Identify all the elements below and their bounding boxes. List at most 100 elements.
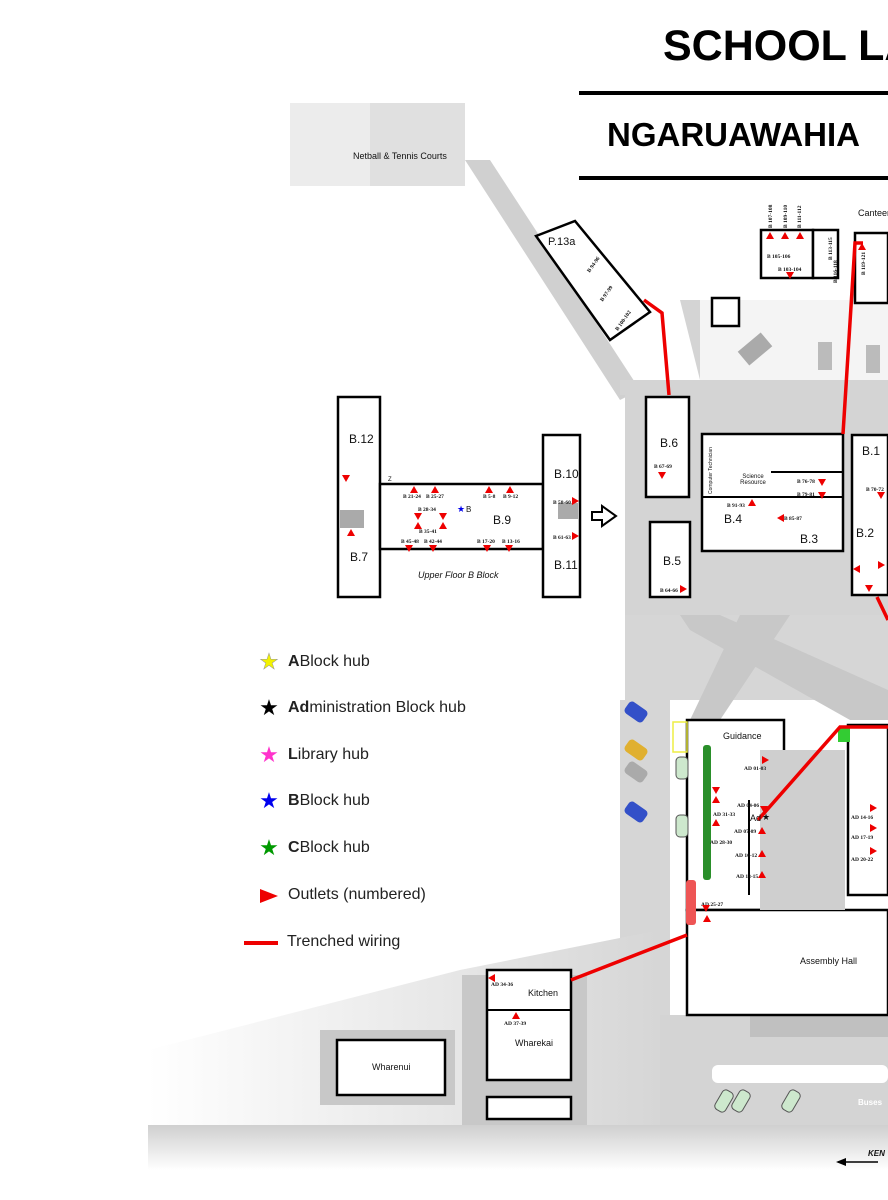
upper-floor-caption: Upper Floor B Block xyxy=(418,570,499,580)
room-b11: B.11 xyxy=(554,558,578,572)
legend-key: B xyxy=(288,792,300,809)
b-block-hub-star-icon: ★ xyxy=(457,504,466,514)
room-b10: B.10 xyxy=(554,467,579,481)
legend-text: Block hub xyxy=(299,792,370,809)
p13a-label: P.13a xyxy=(548,236,576,248)
outlet-icon xyxy=(505,545,513,552)
outlet-label: B 21-24 xyxy=(403,494,421,500)
legend-key: A xyxy=(288,653,300,670)
outlet-icon xyxy=(758,850,766,857)
hedge xyxy=(703,745,711,880)
outlet-label: B 113-115 xyxy=(828,237,834,260)
outlet-icon xyxy=(429,545,437,552)
outlet-icon xyxy=(870,804,877,812)
outlet-label: B 13-16 xyxy=(502,539,520,545)
room-b6: B.6 xyxy=(660,436,679,450)
outlet-label: AD 31-33 xyxy=(713,812,736,818)
outlet-label: B 67-69 xyxy=(654,464,672,470)
outlet-label: AD 17-19 xyxy=(851,835,874,841)
ad-hub-label: Ad xyxy=(750,813,762,823)
legend-text: ibrary hub xyxy=(297,746,369,763)
courts-label: Netball & Tennis Courts xyxy=(353,151,447,161)
outlet-icon xyxy=(870,847,877,855)
outlet-icon xyxy=(506,486,514,493)
parked-cars xyxy=(624,701,801,1113)
admin-hub-star-icon: ★ xyxy=(762,812,771,822)
flowers xyxy=(686,880,696,925)
outlet-label: B 103-104 xyxy=(778,267,802,273)
outlet-label: AD 25-27 xyxy=(701,902,724,908)
wharekai-label: Wharekai xyxy=(515,1038,554,1048)
legend-item-outlets: Outlets (numbered) xyxy=(256,882,426,908)
outlet-icon xyxy=(702,905,710,912)
legend-text: Block hub xyxy=(299,653,370,670)
assembly-hall-label: Assembly Hall xyxy=(800,956,858,966)
outlet-icon xyxy=(439,513,447,520)
outlet-icon xyxy=(703,915,711,922)
upper-floor-b-block xyxy=(336,395,582,599)
legend-item-a-block-hub: ★ A Block hub xyxy=(256,649,370,675)
outlet-icon xyxy=(762,756,769,764)
outlet-icon xyxy=(877,492,885,499)
outlet-label: B 61-63 xyxy=(553,535,571,541)
outlet-icon xyxy=(758,871,766,878)
outlet-label: B 111-112 xyxy=(797,205,803,228)
outlet-icon xyxy=(572,497,579,505)
street-label: KEN xyxy=(868,1149,885,1158)
outlet-icon xyxy=(865,585,873,592)
outlet-icon xyxy=(439,522,447,529)
outlet-icon xyxy=(760,806,768,813)
star-icon: ★ xyxy=(259,649,279,675)
outlet-icon xyxy=(748,499,756,506)
outlet-label: B 35-41 xyxy=(419,529,437,535)
room-b12: B.12 xyxy=(349,432,374,446)
outlet-icon xyxy=(572,532,579,540)
outlet-icon xyxy=(512,1012,520,1019)
outlet-icon xyxy=(347,529,355,536)
room-b7: B.7 xyxy=(350,550,369,564)
outlet-icon xyxy=(658,472,666,479)
outlet-icon xyxy=(712,796,720,803)
page-title: SCHOOL LA xyxy=(663,22,888,70)
outlet-label: AD 28-30 xyxy=(710,840,733,846)
outlet-label: AD 04-06 xyxy=(737,803,760,809)
outlet-icon xyxy=(818,492,826,499)
outlet-label: B 119-121 xyxy=(861,251,867,275)
room-b4: B.4 xyxy=(724,512,743,526)
outlet-label: AD 37-39 xyxy=(504,1021,527,1027)
outlet-icon xyxy=(712,787,720,794)
legend-key: L xyxy=(288,746,298,763)
outlet-label: B 107-108 xyxy=(768,204,774,228)
outlet-label: B 5-8 xyxy=(483,494,496,500)
outlet-icon xyxy=(483,545,491,552)
road xyxy=(148,1125,888,1170)
triangle-icon xyxy=(256,882,282,908)
star-icon: ★ xyxy=(259,742,279,767)
legend-text: ministration Block hub xyxy=(309,699,466,716)
outlet-label: B 45-48 xyxy=(401,539,419,545)
outlet-icon xyxy=(818,479,826,486)
kitchen-label: Kitchen xyxy=(528,988,559,998)
outlet-icon xyxy=(777,514,784,522)
outlet-icon xyxy=(342,475,350,482)
outlet-icon xyxy=(414,522,422,529)
guidance-label: Guidance xyxy=(723,731,762,741)
arrow-icon xyxy=(591,504,618,528)
line-icon xyxy=(244,929,278,955)
outlet-icon xyxy=(858,243,866,250)
outlet-label: B 42-44 xyxy=(424,539,442,545)
outlet-label: B 70-72 xyxy=(866,487,884,493)
outlet-label: AD 13-15 xyxy=(736,874,759,880)
outlet-label: B 17-20 xyxy=(477,539,495,545)
outlet-label: B 85-87 xyxy=(784,516,802,522)
outlet-label: AD 34-36 xyxy=(491,982,514,988)
title-divider xyxy=(579,91,888,95)
legend-item-c-block-hub: ★ C Block hub xyxy=(256,835,370,861)
outlet-icon xyxy=(431,486,439,493)
legend-text: Trenched wiring xyxy=(287,933,401,950)
outlet-icon xyxy=(485,486,493,493)
b-hub-label: B xyxy=(466,505,472,514)
star-icon: ★ xyxy=(259,788,279,813)
